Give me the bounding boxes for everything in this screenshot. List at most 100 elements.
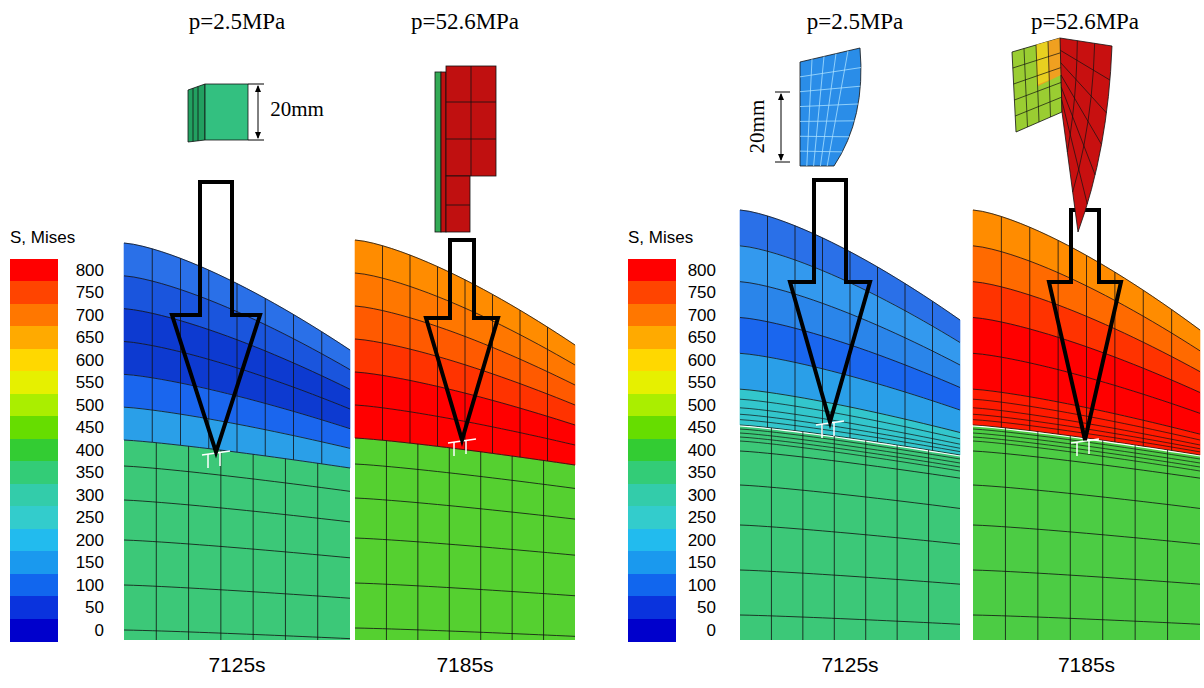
legend-swatch <box>628 484 676 507</box>
pressure-label: p=52.6MPa <box>411 9 519 34</box>
mesh-part <box>188 84 205 142</box>
crack-mark <box>465 440 467 454</box>
time-caption: 7185s <box>1058 653 1115 676</box>
mesh-line <box>973 570 1200 584</box>
mesh-line <box>1067 41 1077 152</box>
legend-swatch <box>628 371 676 394</box>
mesh-part <box>1012 38 1062 132</box>
mesh-line <box>471 66 472 176</box>
mesh-line <box>293 315 294 460</box>
mesh-line <box>905 284 906 447</box>
contour-band <box>355 438 575 640</box>
mesh-line <box>973 615 1200 624</box>
legend-swatch <box>10 281 58 304</box>
mesh-line <box>1135 445 1136 640</box>
mesh-line <box>321 332 322 464</box>
mesh-line <box>1070 436 1071 640</box>
mesh-part <box>800 48 861 166</box>
mesh-line <box>1058 240 1059 434</box>
legend-value: 100 <box>688 577 716 594</box>
mesh-line <box>795 226 796 431</box>
mesh-line <box>355 464 575 488</box>
mesh-line <box>355 628 575 636</box>
legend-swatch <box>10 349 58 372</box>
mesh-line <box>520 310 521 457</box>
dimension-line <box>781 94 782 160</box>
legend-swatch <box>10 506 58 529</box>
mesh-line <box>512 456 513 640</box>
contour-plot <box>740 210 960 640</box>
legend-value: 400 <box>76 442 104 459</box>
mesh-line <box>355 498 575 519</box>
mesh-line <box>767 216 768 427</box>
mesh-line <box>152 249 153 442</box>
mesh-line <box>1061 75 1102 145</box>
mesh-line <box>124 500 350 522</box>
mesh-line <box>834 436 835 640</box>
mesh-line <box>446 205 470 206</box>
mesh-line <box>928 450 929 640</box>
legend-swatch <box>628 551 676 574</box>
legend-swatch <box>10 484 58 507</box>
mesh-part <box>1036 42 1049 86</box>
mesh-line <box>156 443 157 640</box>
mesh-line <box>740 485 960 508</box>
legend-value: 600 <box>688 352 716 369</box>
crack-mark <box>833 422 835 436</box>
legend-value: 700 <box>76 307 104 324</box>
mesh-line <box>800 68 861 77</box>
legend-value: 250 <box>76 509 104 526</box>
legend-value: 650 <box>76 329 104 346</box>
mesh-line <box>1114 272 1115 442</box>
mesh-line <box>1073 43 1095 192</box>
mesh-line <box>543 460 544 640</box>
mesh-line <box>822 238 823 434</box>
mesh-line <box>897 445 898 640</box>
mesh-line <box>800 120 854 122</box>
crack-mark <box>453 442 455 456</box>
mesh-line <box>1013 53 1061 68</box>
legend-value: 700 <box>688 307 716 324</box>
legend-swatch <box>10 259 58 282</box>
mesh-line <box>446 139 496 140</box>
legend-swatch <box>628 439 676 462</box>
legend-value: 200 <box>76 532 104 549</box>
legend-swatch <box>10 416 58 439</box>
dimension-arrowhead <box>778 93 784 100</box>
mesh-line <box>1029 227 1030 430</box>
legend-swatch <box>10 551 58 574</box>
mesh-line <box>317 463 318 640</box>
crack-mark <box>219 452 221 466</box>
mesh-line <box>1014 82 1061 100</box>
contour-panel: 7185s <box>973 236 1200 682</box>
pressure-label: p=52.6MPa <box>1031 9 1139 34</box>
legend-value: 500 <box>76 397 104 414</box>
crack-mark <box>1088 440 1090 454</box>
legend-swatch <box>628 349 676 372</box>
legend-value: 800 <box>688 262 716 279</box>
legend-swatch <box>628 574 676 597</box>
legend-value: 450 <box>688 419 716 436</box>
legend-swatch <box>10 596 58 619</box>
legend-swatch <box>10 529 58 552</box>
mesh-part <box>1060 38 1112 232</box>
legend-value: 750 <box>688 284 716 301</box>
legend-value: 100 <box>76 577 104 594</box>
mesh-line <box>124 540 350 558</box>
mesh-part <box>435 72 441 232</box>
dimension-label: 20mm <box>746 100 769 154</box>
legend-swatch <box>10 439 58 462</box>
legend-swatch <box>628 596 676 619</box>
block-arrow <box>790 180 870 422</box>
legend-value: 350 <box>688 464 716 481</box>
mesh-line <box>865 440 866 640</box>
mesh-line <box>1143 290 1144 446</box>
mesh-line <box>446 102 496 103</box>
contour-plot <box>124 243 350 640</box>
legend-value: 600 <box>76 352 104 369</box>
mesh-line <box>973 441 1200 471</box>
legend-swatch <box>628 304 676 327</box>
mesh-line <box>1014 68 1061 84</box>
legend-swatch <box>628 506 676 529</box>
mesh-inset <box>775 48 861 166</box>
